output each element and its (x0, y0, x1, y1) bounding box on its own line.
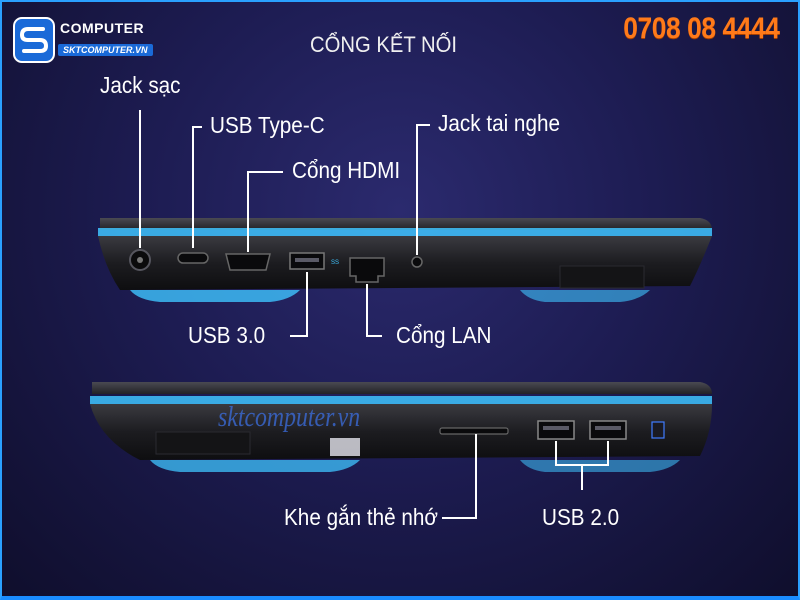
line-headphone (416, 124, 430, 255)
brand-website: SKTCOMPUTER.VN (58, 44, 153, 56)
hotline-number: 0708 08 4444 (623, 12, 781, 45)
line-card-slot (442, 434, 477, 519)
label-lan-port: Cổng LAN (396, 322, 492, 348)
label-hdmi-port: Cổng HDMI (292, 157, 401, 183)
line-usb-type-c (192, 126, 202, 248)
brand-logo: COMPUTER SKTCOMPUTER.VN (12, 14, 153, 68)
label-charging-jack: Jack sạc (100, 72, 181, 98)
line-hdmi (247, 171, 283, 252)
label-usb-type-c: USB Type-C (210, 112, 325, 138)
label-usb-2: USB 2.0 (542, 504, 620, 530)
line-usb-2 (555, 441, 609, 466)
page-title: CỔNG KẾT NỐI (310, 32, 457, 57)
line-usb-3 (290, 272, 308, 337)
laptop-left-side: SS (98, 218, 712, 302)
label-headphone-jack: Jack tai nghe (438, 110, 560, 136)
logo-s-icon (13, 17, 55, 63)
label-card-slot: Khe gắn thẻ nhớ (284, 504, 438, 530)
brand-name: COMPUTER (60, 20, 145, 36)
line-lan (366, 284, 382, 337)
svg-text:SS: SS (331, 260, 339, 266)
label-usb-3: USB 3.0 (188, 322, 266, 348)
watermark-text: sktcomputer.vn (218, 402, 361, 433)
